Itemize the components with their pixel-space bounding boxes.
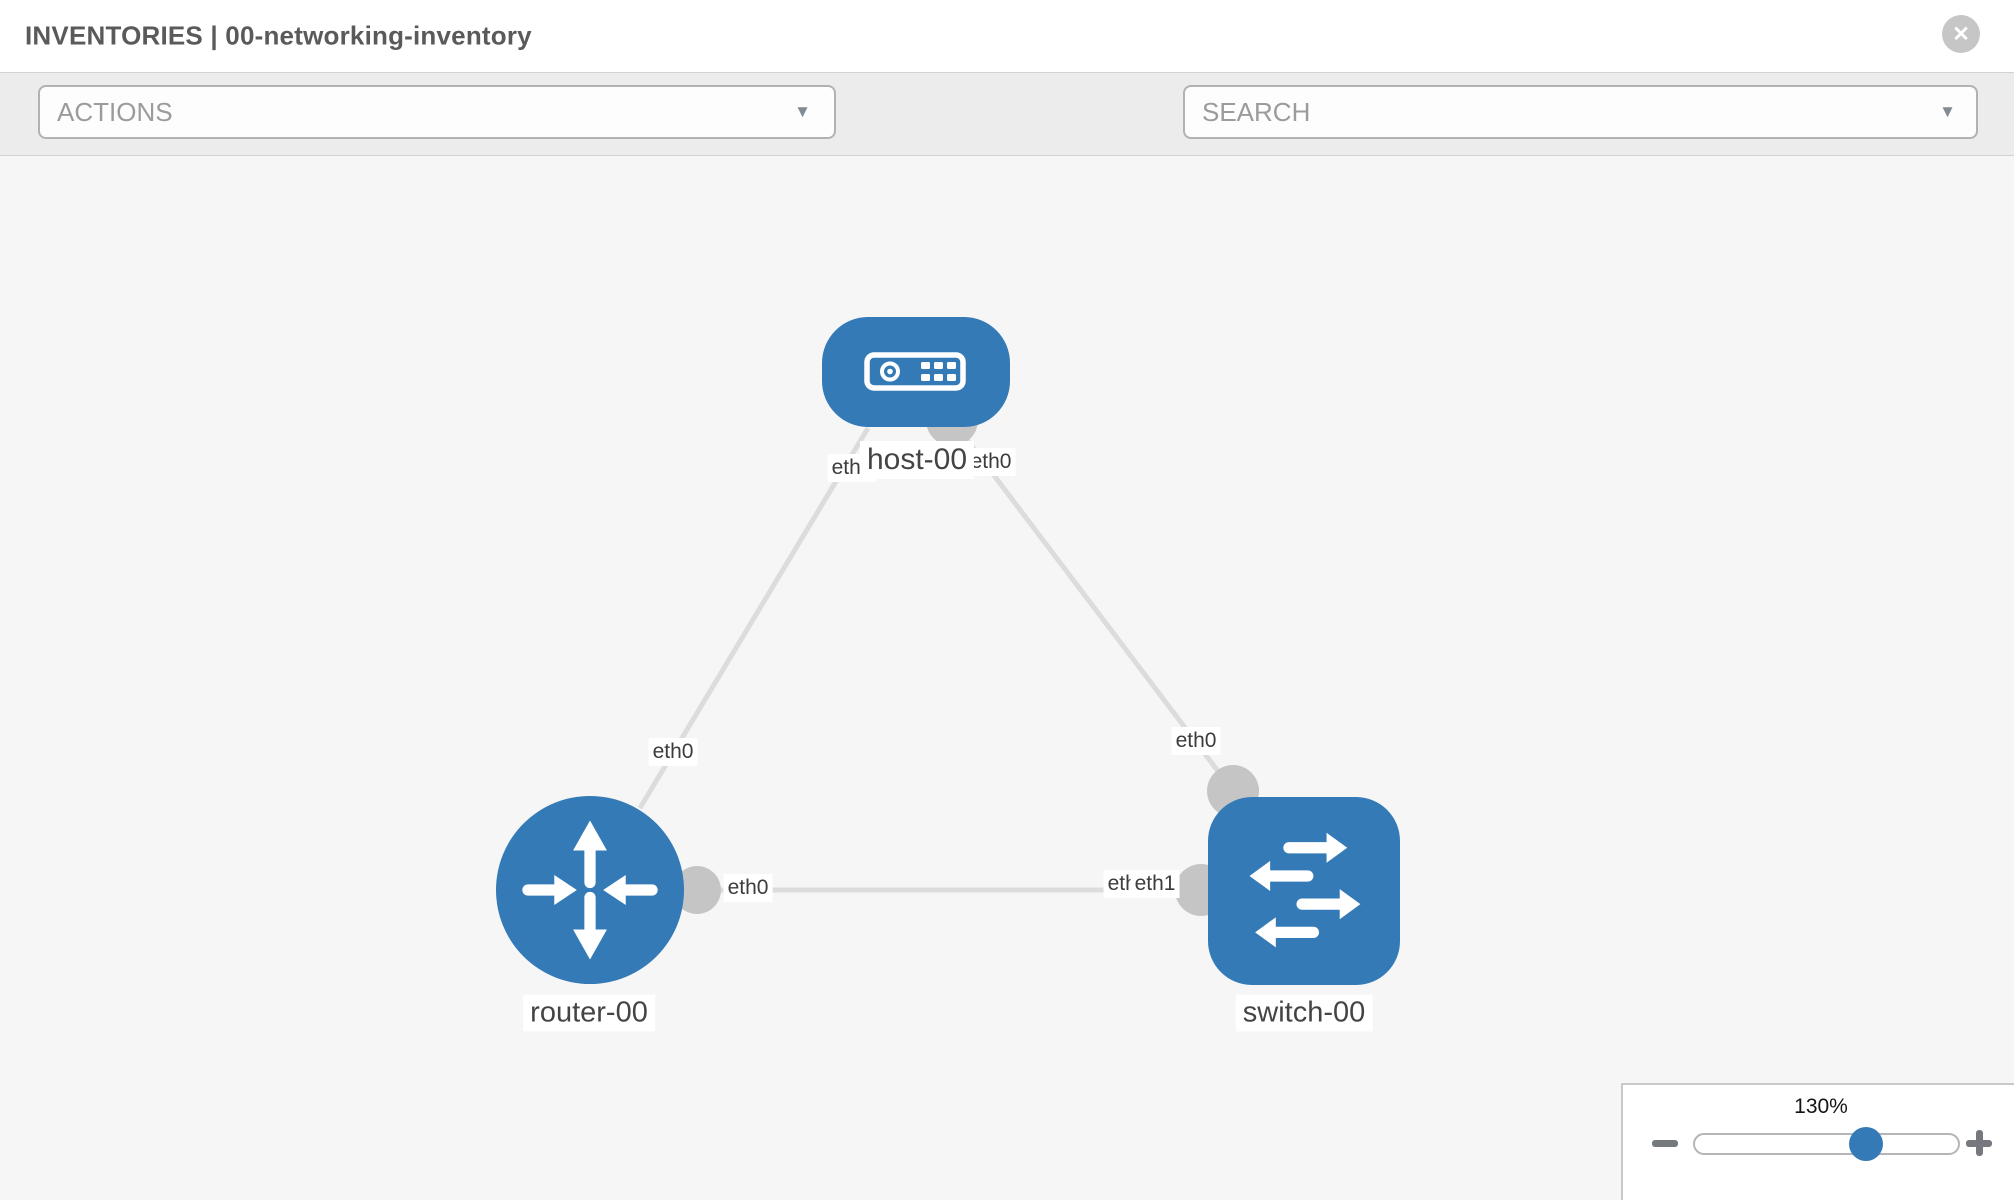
zoom-slider-knob[interactable] (1849, 1127, 1883, 1161)
node-label-router-00: router-00 (523, 994, 655, 1032)
router-icon (522, 820, 658, 960)
node-label-switch-00: switch-00 (1235, 994, 1373, 1032)
interface-label: eth0 (648, 738, 698, 766)
header: INVENTORIES | 00-networking-inventory ✕ (0, 0, 2014, 72)
interface-label: eth0 (966, 448, 1016, 476)
node-host-00[interactable] (822, 317, 1010, 427)
zoom-slider-track[interactable] (1693, 1133, 1960, 1155)
switch-icon (1249, 832, 1361, 948)
zoom-in-button[interactable] (1966, 1130, 1992, 1156)
chevron-down-icon: ▼ (1939, 102, 1956, 121)
actions-dropdown-label: ACTIONS (57, 96, 173, 127)
interface-label: eth0 (1171, 727, 1221, 755)
node-label-host-00: host-00 (859, 441, 975, 479)
toolbar: ACTIONS ▼ SEARCH ▼ (0, 72, 2014, 204)
links-layer (637, 394, 1259, 916)
topology-canvas[interactable]: eth0 eth0 eth0 eth0 eth0 eth0 eth1 host-… (0, 156, 2014, 1200)
close-icon: ✕ (1952, 22, 1970, 46)
interface-label: eth0 (723, 874, 773, 902)
actions-dropdown[interactable]: ACTIONS ▼ (38, 85, 836, 139)
search-dropdown-label: SEARCH (1202, 96, 1311, 127)
port-circle (673, 866, 721, 914)
search-dropdown[interactable]: SEARCH ▼ (1183, 85, 1978, 139)
page-title: INVENTORIES | 00-networking-inventory (25, 20, 532, 51)
chevron-down-icon: ▼ (794, 102, 811, 121)
close-button[interactable]: ✕ (1942, 15, 1980, 53)
zoom-panel: 130% (1621, 1083, 2014, 1200)
node-switch-00[interactable] (1208, 797, 1400, 985)
zoom-level-value: 130% (1794, 1095, 1848, 1118)
node-router-00[interactable] (496, 796, 684, 984)
zoom-out-button[interactable] (1652, 1140, 1678, 1147)
host-icon (864, 352, 966, 391)
interface-label: eth1 (1130, 870, 1180, 898)
